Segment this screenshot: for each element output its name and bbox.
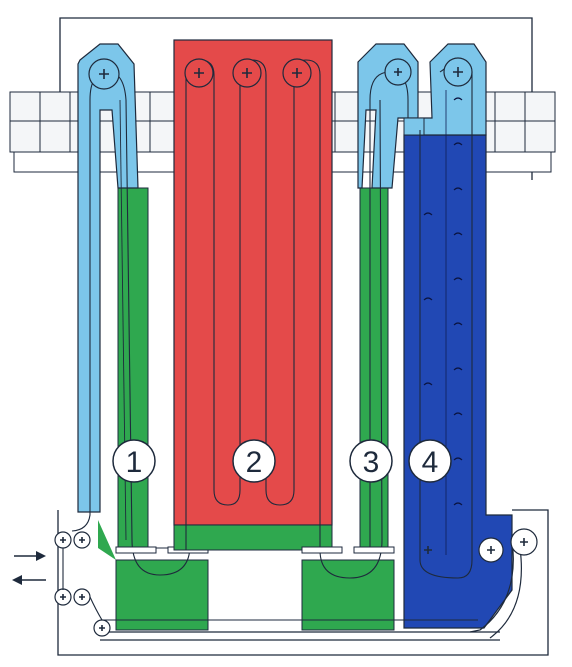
arrow-out-icon [12, 575, 46, 585]
stage-label-3-text: 3 [363, 446, 380, 479]
stage-label-4-text: 4 [422, 446, 439, 479]
plus-signs [60, 67, 528, 631]
arrow-in-icon [14, 551, 46, 561]
stage-label-2-text: 2 [246, 446, 263, 479]
stage-label-2: 2 [232, 439, 276, 483]
stage-label-4: 4 [408, 439, 452, 483]
stage-label-1-text: 1 [126, 446, 143, 479]
web-inlet-outlet [62, 505, 478, 621]
steam-marks [423, 97, 463, 506]
stage-label-3: 3 [349, 439, 393, 483]
stage-label-1: 1 [112, 439, 156, 483]
